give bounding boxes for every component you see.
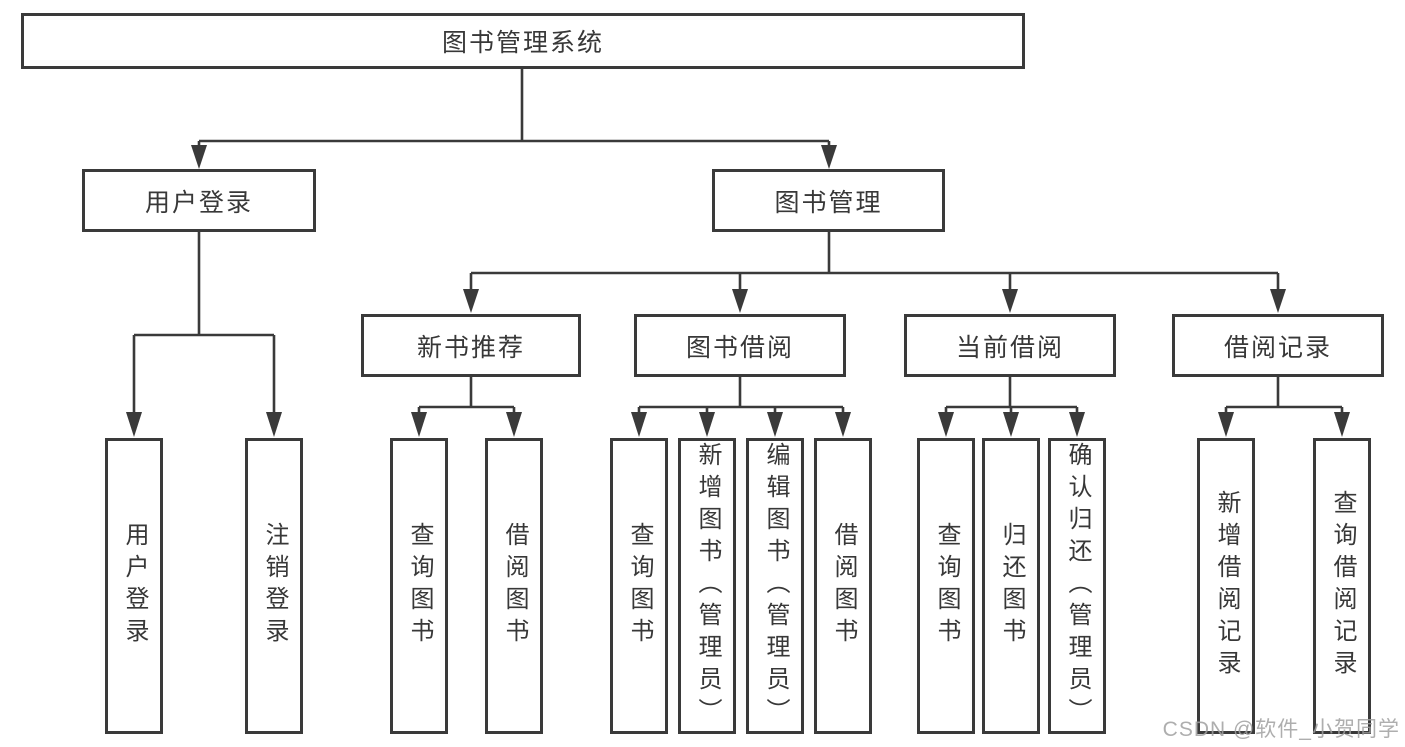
leaf-add-book-admin: 新增图书（管理员） [678, 438, 736, 734]
leaf-logout: 注销登录 [245, 438, 303, 734]
node-book-borrow: 图书借阅 [634, 314, 846, 377]
leaf-borrow-book: 借阅图书 [814, 438, 872, 734]
leaf-query-book-current: 查询图书 [917, 438, 975, 734]
node-current-borrow: 当前借阅 [904, 314, 1116, 377]
leaf-add-borrow-record: 新增借阅记录 [1197, 438, 1255, 734]
leaf-return-book: 归还图书 [982, 438, 1040, 734]
node-borrow-record: 借阅记录 [1172, 314, 1384, 377]
node-book-management: 图书管理 [712, 169, 945, 232]
leaf-query-book-borrow: 查询图书 [610, 438, 668, 734]
leaf-query-borrow-record: 查询借阅记录 [1313, 438, 1371, 734]
leaf-query-book-recommend: 查询图书 [390, 438, 448, 734]
node-root-library-management-system: 图书管理系统 [21, 13, 1025, 69]
leaf-edit-book-admin: 编辑图书（管理员） [746, 438, 804, 734]
leaf-borrow-book-recommend: 借阅图书 [485, 438, 543, 734]
node-new-book-recommend: 新书推荐 [361, 314, 581, 377]
leaf-user-login: 用户登录 [105, 438, 163, 734]
csdn-watermark: CSDN @软件_小贺同学 [1162, 718, 1400, 741]
leaf-confirm-return-admin: 确认归还（管理员） [1048, 438, 1106, 734]
arrowheads [126, 145, 1350, 437]
node-user-login: 用户登录 [82, 169, 316, 232]
